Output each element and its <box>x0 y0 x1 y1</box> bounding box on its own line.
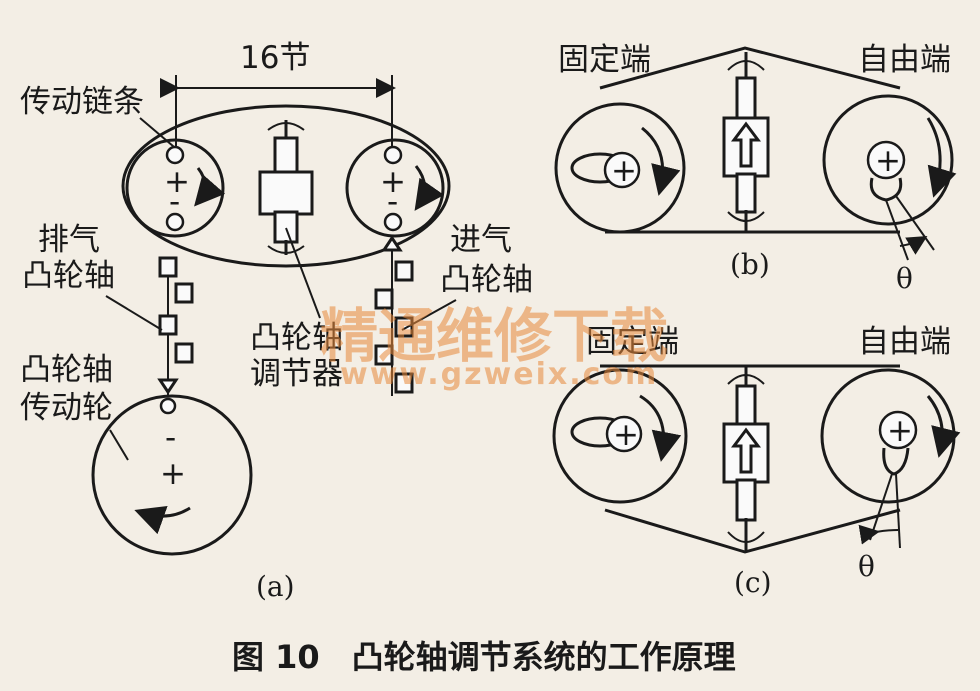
drive-chain-label: 传动链条 <box>20 84 144 120</box>
free-end-label-c: 自由端 <box>858 324 951 360</box>
intake-camshaft-label-1: 进气 <box>450 222 512 258</box>
intake-rotation-arrow <box>414 165 445 211</box>
free-rotation-arrow-b <box>926 117 957 198</box>
figure-caption: 图 10 凸轮轴调节系统的工作原理 <box>232 638 736 676</box>
intake-sprocket-hole-bottom <box>383 212 403 232</box>
theta-line-1-b <box>885 199 909 261</box>
exhaust-camshaft-leader <box>105 295 163 331</box>
intake-camshaft-end <box>381 235 403 252</box>
intake-cam-3 <box>394 316 414 338</box>
exhaust-sprocket-hole-top <box>165 145 185 165</box>
free-end-label-b: 自由端 <box>858 42 951 78</box>
intake-camshaft-label-2: 凸轮轴 <box>440 262 533 298</box>
free-cam-plus-c: + <box>887 413 913 449</box>
adjuster-b <box>722 52 770 232</box>
free-cam-lobe-c <box>882 447 910 476</box>
intake-cam-2 <box>374 288 394 310</box>
camshaft-adjuster <box>258 120 314 255</box>
watermark-line-1: 精通维修下载 <box>320 302 668 370</box>
exhaust-cam-4 <box>174 342 194 364</box>
adjuster-label-1: 凸轮轴 <box>250 320 343 356</box>
theta-line-2-c <box>895 473 901 549</box>
fixed-end-label-b: 固定端 <box>558 42 651 78</box>
fixed-sprocket-c <box>552 368 688 504</box>
exhaust-rotation-arrow <box>194 167 226 207</box>
intake-camshaft-leader <box>401 299 457 331</box>
camshaft-drive-wheel <box>91 394 253 556</box>
panel-c: 固定端 自由端 + + θ (c) <box>552 324 961 599</box>
free-sprocket-b <box>822 94 954 226</box>
exhaust-sprocket-minus: - <box>169 184 180 220</box>
intake-sprocket-plus: + <box>380 164 406 200</box>
free-rotation-arrow-c <box>926 395 961 458</box>
exhaust-camshaft-pin <box>159 397 177 415</box>
sublabel-a: (a) <box>256 570 295 603</box>
theta-label-b: θ <box>896 262 913 295</box>
exhaust-camshaft-label-1: 排气 <box>38 222 100 258</box>
theta-label-c: θ <box>858 550 875 583</box>
drive-wheel-label-2: 传动轮 <box>20 390 113 426</box>
intake-cam-4 <box>374 344 394 366</box>
drive-wheel-label-1: 凸轮轴 <box>20 352 113 388</box>
intake-sprocket-hole-top <box>383 145 403 165</box>
fixed-end-label-c: 固定端 <box>586 324 679 360</box>
adjuster-label-2: 调节器 <box>250 356 343 392</box>
fixed-cam-hub-c <box>605 415 643 453</box>
exhaust-cam-2 <box>174 282 194 304</box>
exhaust-cam-1 <box>158 256 178 278</box>
free-cam-plus-b: + <box>875 143 901 179</box>
sublabel-b: (b) <box>730 248 770 281</box>
panel-a: 16节 传动链条 + - + - 凸轮轴 调节器 <box>20 40 533 603</box>
intake-cam-1 <box>394 260 414 282</box>
fixed-cam-plus-b: + <box>611 153 637 189</box>
sublabel-c: (c) <box>734 566 772 599</box>
free-cam-hub-c <box>878 410 918 450</box>
drive-wheel-leader <box>109 429 129 461</box>
drive-wheel-minus: - <box>165 420 176 456</box>
theta-line-2-b <box>895 195 935 251</box>
exhaust-sprocket-plus: + <box>164 164 190 200</box>
exhaust-sprocket-hole-bottom <box>165 212 185 232</box>
fixed-sprocket-b <box>554 102 686 234</box>
exhaust-camshaft-label-2: 凸轮轴 <box>22 258 115 294</box>
exhaust-cam-3 <box>158 314 178 336</box>
theta-arc-b <box>899 235 928 255</box>
free-cam-hub-b <box>866 140 906 180</box>
chain-length-label: 16节 <box>240 40 310 76</box>
adjuster-leader <box>285 227 321 319</box>
fixed-rotation-arrow-c <box>639 394 682 462</box>
adjuster-c <box>722 366 770 552</box>
exhaust-camshaft-end <box>157 378 179 395</box>
fixed-rotation-arrow-b <box>641 126 681 196</box>
intake-sprocket-minus: - <box>387 184 398 220</box>
drive-chain-loop <box>121 104 451 268</box>
panel-b: 固定端 自由端 + + θ (b) <box>554 42 957 295</box>
fixed-cam-hub-b <box>603 151 641 189</box>
theta-arc-c <box>858 524 899 545</box>
fixed-cam-plus-c: + <box>613 417 639 453</box>
intake-cam-5 <box>394 372 414 394</box>
chain-b <box>599 46 901 234</box>
drive-wheel-rotation-arrow <box>134 505 191 535</box>
drive-wheel-plus: + <box>160 456 186 492</box>
watermark-line-2: www.gzweix.com <box>340 357 658 392</box>
